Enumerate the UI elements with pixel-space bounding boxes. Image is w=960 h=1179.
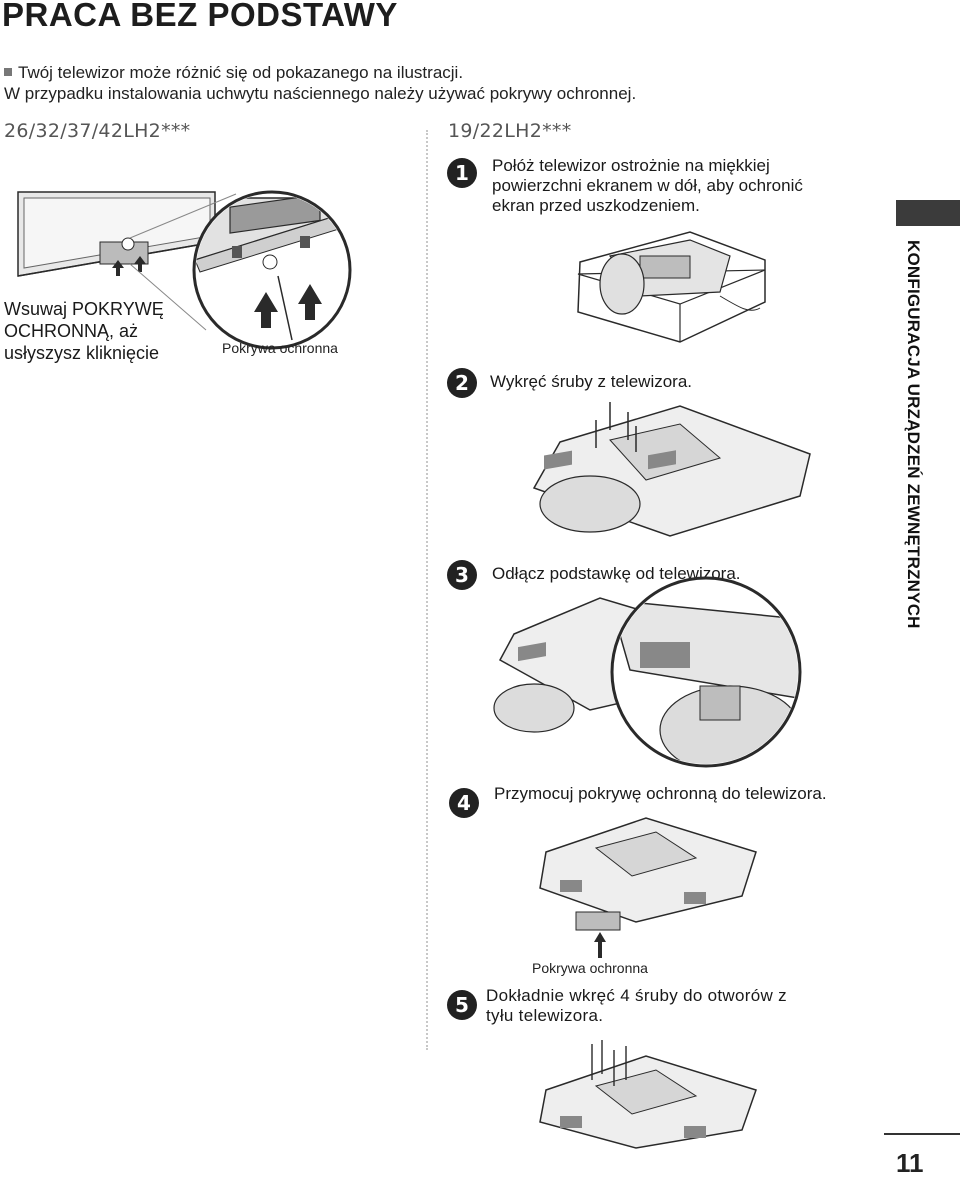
step-4-badge: 4 [449,788,479,818]
page-number-rule [884,1133,960,1135]
step-3-text: Odłącz podstawkę od telewizora. [492,564,741,583]
page-number: 11 [896,1148,924,1178]
left-instruction-line-1: Wsuwaj POKRYWĘ [4,299,164,319]
step-4-text: Przymocuj pokrywę ochronną do telewizora… [494,784,827,803]
square-bullet-icon [4,68,12,76]
model-label-right: 19/22LH2*** [448,120,572,142]
step-4-cover-caption: Pokrywa ochronna [532,960,648,976]
column-divider [426,130,428,1050]
step-1-illustration [577,231,766,343]
step-1-badge: 1 [447,158,477,188]
left-instruction-line-3: usłyszysz kliknięcie [4,343,160,363]
left-instruction: Wsuwaj POKRYWĘ OCHRONNĄ, aż usłyszysz kl… [4,298,194,364]
step-3-illustration [493,576,802,768]
step-1-text: Połóż telewizor ostrożnie na miękkiej po… [492,156,803,215]
page-title: PRACA BEZ PODSTAWY [2,0,398,33]
note-line-2: W przypadku instalowania uchwytu naścien… [4,84,637,103]
intro-note: Twój telewizor może różnić się od pokaza… [4,62,636,104]
tv-bottom-illustration [17,190,352,350]
model-label-left: 26/32/37/42LH2*** [4,120,191,142]
left-instruction-line-2: OCHRONNĄ, aż [4,321,139,341]
step-4-illustration [539,817,757,958]
step-5-text: Dokładnie wkręć 4 śruby do otworów z tył… [486,986,787,1025]
section-tab [896,200,960,226]
step-5-illustration [539,1040,757,1149]
step-2-illustration [532,402,811,537]
step-5-badge: 5 [447,990,477,1020]
step-3-badge: 3 [447,560,477,590]
step-2-badge: 2 [447,368,477,398]
step-2-text: Wykręć śruby z telewizora. [490,372,693,391]
left-cover-caption: Pokrywa ochronna [222,340,338,356]
note-line-1: Twój telewizor może różnić się od pokaza… [4,62,636,83]
section-label: KONFIGURACJA URZĄDZEŃ ZEWNĘTRZNYCH [904,240,923,629]
